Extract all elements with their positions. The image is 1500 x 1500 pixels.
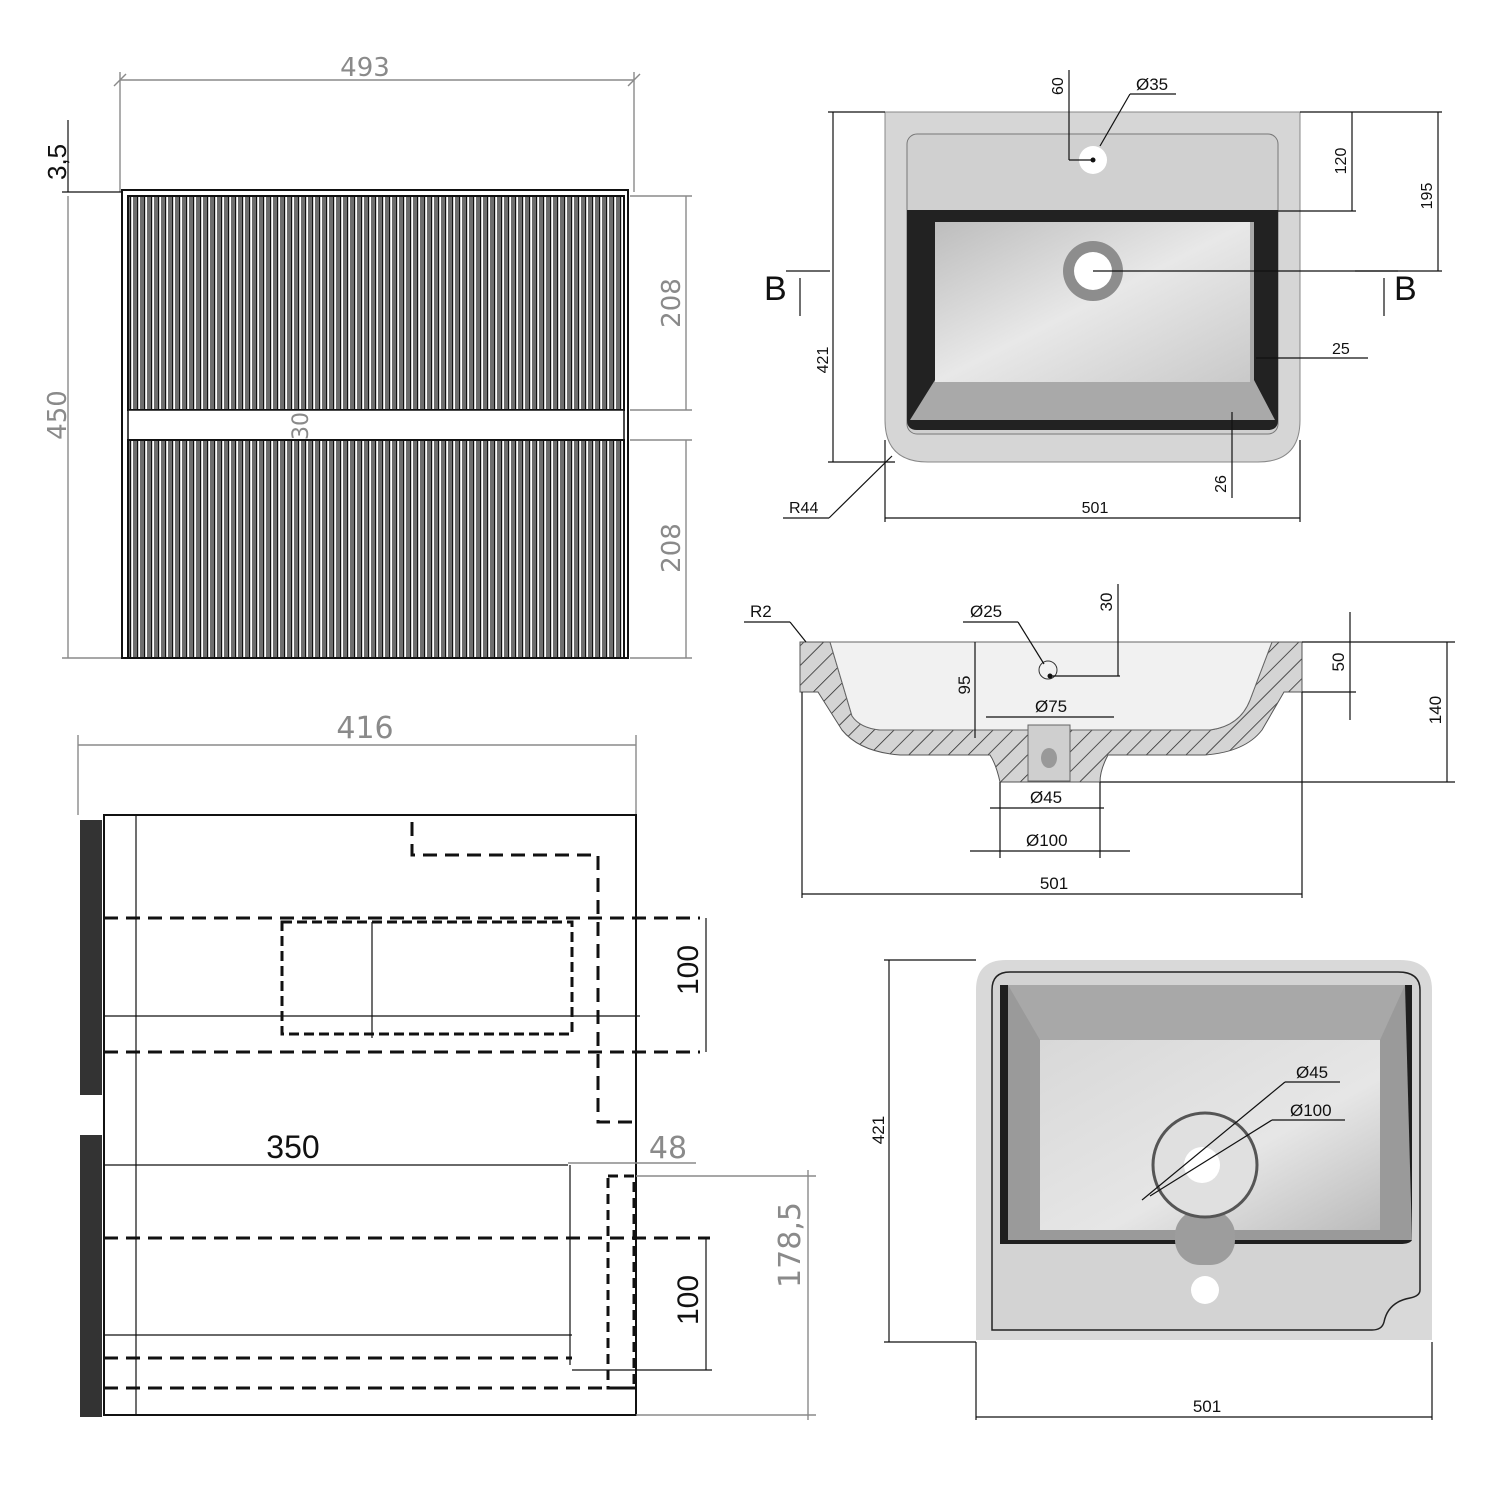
dim-width-label: 493 (340, 53, 390, 83)
cabinet-side-view: 416 350 48 100 100 (77, 711, 816, 1420)
dim-lower-drawer-label: 100 (672, 1275, 705, 1325)
dim-corner-radius-label: R44 (789, 500, 818, 517)
dim-depth-label: 416 (336, 711, 393, 746)
cabinet-front-view: 493 3,5 450 30 208 208 (42, 53, 692, 659)
dim-top-drawer-label: 208 (657, 278, 687, 328)
dim-top-gap-label: 3,5 (42, 144, 72, 180)
dim-total-height-label: 140 (1426, 696, 1445, 724)
basin-section-view: R2 Ø25 30 95 Ø75 Ø45 Ø100 50 140 (744, 584, 1455, 898)
top-drawer-front (127, 195, 625, 411)
dim-drain-offset-label: 195 (1419, 183, 1436, 210)
dim-side-rim-label: 25 (1332, 341, 1350, 358)
section-mark-left: B (764, 270, 787, 308)
dim-lower-height-label: 178,5 (773, 1202, 808, 1288)
dim-tap-hole-label: Ø35 (1136, 75, 1168, 94)
dim-width-label: 501 (1193, 1397, 1221, 1416)
basin-bottom-view: Ø45 Ø100 421 501 (869, 959, 1433, 1420)
dim-overflow-label: Ø25 (970, 602, 1002, 621)
dim-drain-label: Ø45 (1030, 788, 1062, 807)
dim-rim-height-label: 50 (1329, 653, 1348, 672)
dim-drain-outer-label: Ø100 (1026, 831, 1068, 850)
dim-edge-radius-label: R2 (750, 602, 772, 621)
bottom-drawer-front (127, 439, 625, 659)
dim-tap-offset-label: 60 (1050, 77, 1067, 95)
dim-drain-top-label: Ø75 (1035, 697, 1067, 716)
dim-upper-drawer-label: 100 (672, 945, 705, 995)
dim-width-label: 501 (1082, 500, 1109, 517)
dim-inner-depth-label: 350 (266, 1129, 319, 1165)
basin-top-view: 60 Ø35 120 195 B B 421 25 26 R44 (764, 70, 1442, 522)
dim-back-offset-label: 48 (649, 1131, 687, 1166)
dim-bowl-depth-label: 95 (955, 676, 974, 695)
dim-drain-outer-label: Ø100 (1290, 1101, 1332, 1120)
section-mark-right: B (1394, 270, 1417, 308)
dim-bottom-drawer-label: 208 (657, 523, 687, 573)
dim-overflow-offset-label: 30 (1097, 593, 1116, 612)
dim-drain-label: Ø45 (1296, 1063, 1328, 1082)
dim-depth-label: 421 (869, 1116, 888, 1144)
dim-drawer-gap-label: 30 (289, 412, 314, 440)
dim-height-label: 450 (43, 390, 73, 440)
dim-deck-label: 120 (1333, 148, 1350, 175)
dim-depth-label: 421 (815, 347, 832, 374)
dim-width-label: 501 (1040, 874, 1068, 893)
dim-front-rim-label: 26 (1213, 475, 1230, 493)
